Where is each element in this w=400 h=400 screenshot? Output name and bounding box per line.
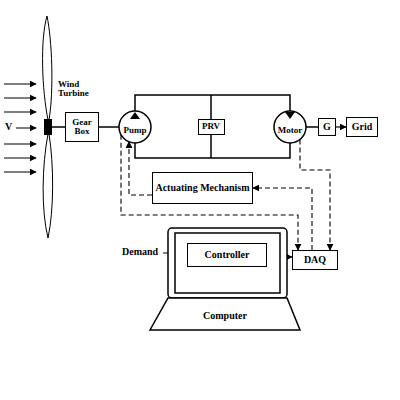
node-text: DAQ (304, 255, 326, 266)
velocity-symbol: V (5, 122, 17, 133)
node-text: PRV (202, 122, 220, 131)
node-text: Actuating Mechanism (155, 183, 249, 194)
signal-line (129, 142, 152, 195)
node-text: Motor (278, 126, 303, 135)
pump-symbol: Pump (118, 110, 152, 144)
figure-label: Wind Turbine (58, 80, 98, 99)
controller-box: Controller (187, 243, 267, 267)
flow-triangle (130, 112, 140, 119)
daq-box: DAQ (292, 250, 338, 270)
node-text: Grid (352, 122, 373, 133)
generator-box: G (318, 118, 336, 136)
symbol-circle (274, 111, 306, 143)
turbine-hub (44, 119, 52, 135)
gearbox-box: Gear Box (65, 112, 99, 142)
laptop-base (150, 298, 300, 330)
wind-arrows (4, 84, 36, 172)
flow-triangle (285, 112, 295, 119)
connector-line (135, 95, 290, 111)
node-text: Computer (150, 310, 300, 321)
node-text: Controller (205, 250, 250, 261)
connector-line (306, 126, 318, 128)
actuator-box: Actuating Mechanism (152, 172, 253, 204)
grid-box: Grid (346, 117, 378, 137)
computer-laptop: Computer Controller (150, 228, 300, 332)
motor-symbol: Motor (273, 110, 307, 144)
laptop-screen-frame (168, 228, 287, 298)
input-label: Demand (122, 247, 164, 258)
symbol-circle (119, 111, 151, 143)
relief-branch-wire (210, 132, 212, 158)
connector-line (135, 143, 290, 158)
node-text: G (323, 122, 331, 133)
turbine-blade (43, 16, 52, 120)
connector-line (336, 126, 346, 127)
relief-branch-wire (210, 95, 212, 122)
connector-line (99, 126, 119, 128)
laptop-screen (175, 233, 280, 293)
node-text: Gear Box (66, 118, 98, 137)
signal-line (300, 140, 330, 251)
node-text: Pump (123, 126, 146, 135)
turbine-blade (43, 134, 53, 238)
relief-valve-box: PRV (198, 119, 225, 135)
